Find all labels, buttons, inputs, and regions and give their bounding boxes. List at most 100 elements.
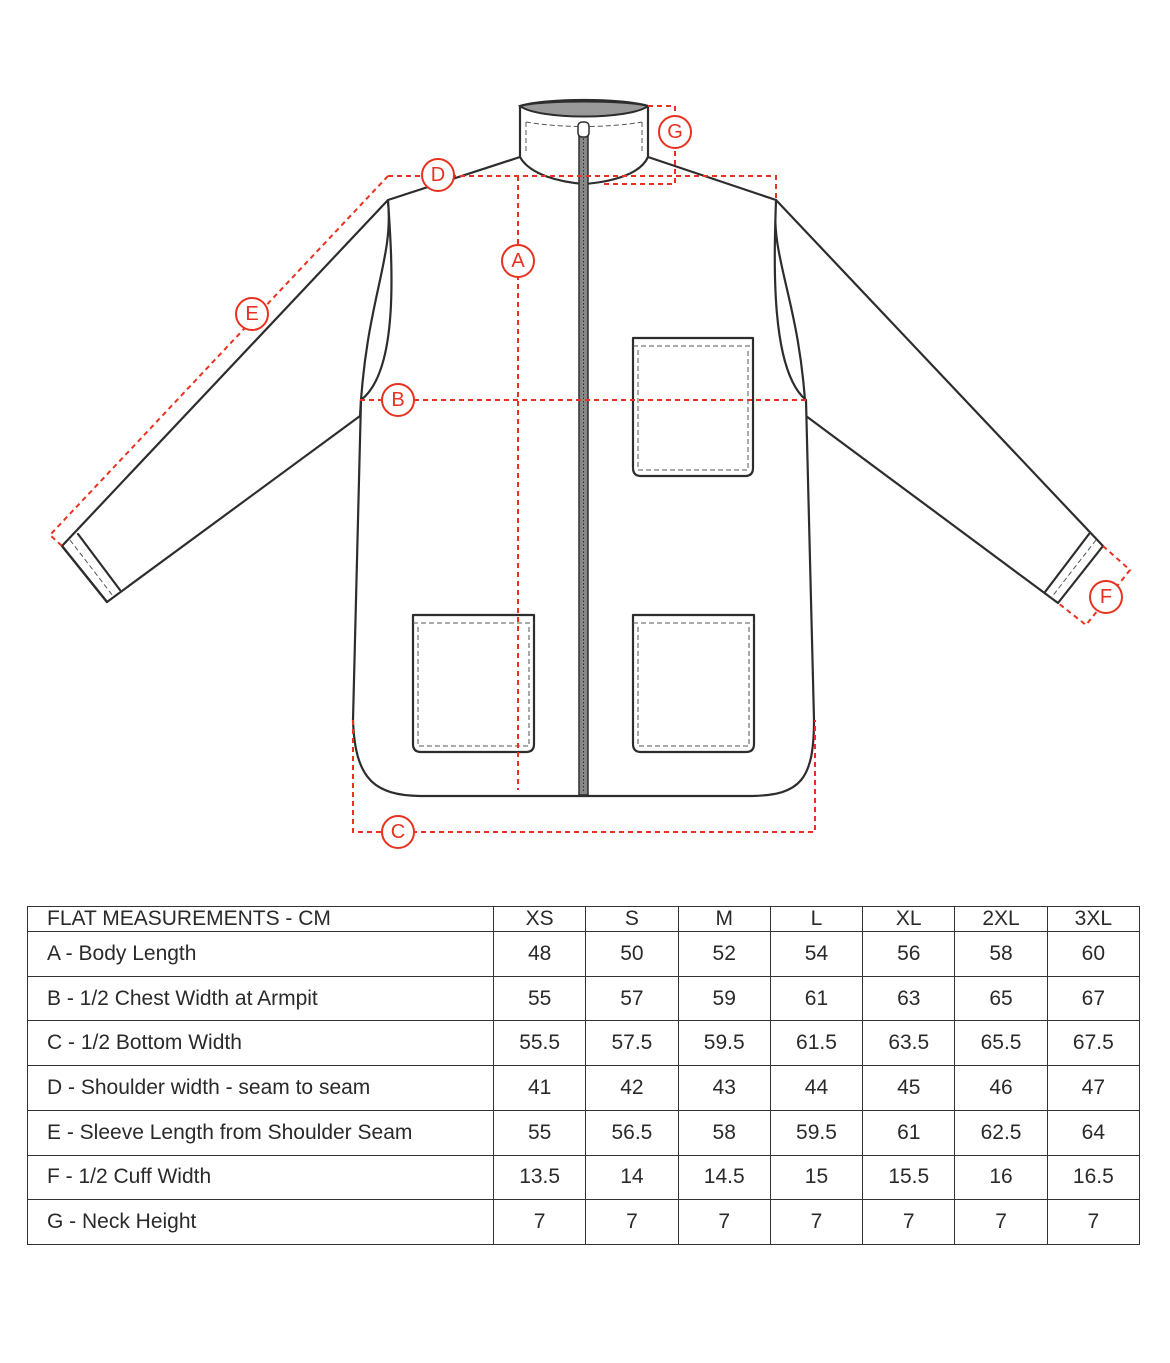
- left-cuff-stitch: [69, 539, 114, 597]
- cell-value: 7: [585, 1199, 679, 1245]
- cell-value: 67: [1046, 975, 1141, 1022]
- callout-f: F: [1089, 580, 1123, 614]
- svg-text:C: C: [391, 821, 405, 843]
- cell-value: 46: [954, 1065, 1048, 1111]
- cell-value: 64: [1046, 1109, 1141, 1156]
- callout-c: C: [381, 815, 415, 849]
- cell-value: 59.5: [677, 1020, 771, 1067]
- size-chart-table: FLAT MEASUREMENTS - CM XS S M L XL 2XL 3…: [27, 906, 1141, 1245]
- cell-value: 13.5: [492, 1154, 587, 1201]
- cell-value: 54: [769, 931, 864, 977]
- cell-value: 60: [1046, 931, 1141, 977]
- guide-c-bottom: [352, 720, 816, 833]
- cell-value: 65.5: [954, 1020, 1048, 1067]
- size-header-xs: XS: [492, 906, 587, 932]
- callout-d: D: [421, 158, 455, 192]
- left-sleeve: [60, 198, 390, 604]
- svg-text:E: E: [245, 303, 258, 325]
- row-label: A - Body Length: [27, 931, 494, 977]
- size-header-s: S: [585, 906, 679, 932]
- left-lower-pocket: [411, 613, 536, 754]
- table-row: G - Neck Height 7 7 7 7 7 7 7: [27, 1199, 1141, 1245]
- cell-value: 15: [769, 1154, 864, 1201]
- svg-text:A: A: [511, 250, 525, 272]
- cell-value: 7: [492, 1199, 587, 1245]
- callout-b: B: [381, 383, 415, 417]
- cell-value: 63.5: [862, 1020, 956, 1067]
- cell-value: 16: [954, 1154, 1048, 1201]
- cell-value: 16.5: [1046, 1154, 1141, 1201]
- right-cuff-seam: [1043, 532, 1091, 594]
- cell-value: 7: [677, 1199, 771, 1245]
- callout-a: A: [501, 244, 535, 278]
- guide-d-shoulder: [388, 175, 777, 200]
- cell-value: 57.5: [585, 1020, 679, 1067]
- left-cuff-line: [60, 544, 109, 604]
- size-header-2xl: 2XL: [954, 906, 1048, 932]
- callout-e: E: [235, 297, 269, 331]
- callout-g: G: [658, 115, 692, 149]
- size-header-l: L: [769, 906, 864, 932]
- cell-value: 42: [585, 1065, 679, 1111]
- cell-value: 52: [677, 931, 771, 977]
- cell-value: 47: [1046, 1065, 1141, 1111]
- cell-value: 7: [1046, 1199, 1141, 1245]
- cell-value: 61.5: [769, 1020, 864, 1067]
- cell-value: 7: [769, 1199, 864, 1245]
- size-header-xl: XL: [862, 906, 956, 932]
- cell-value: 65: [954, 975, 1048, 1022]
- cell-value: 55: [492, 1109, 587, 1156]
- cell-value: 7: [954, 1199, 1048, 1245]
- cell-value: 14: [585, 1154, 679, 1201]
- table-row: D - Shoulder width - seam to seam 41 42 …: [27, 1065, 1141, 1111]
- cell-value: 62.5: [954, 1109, 1048, 1156]
- cell-value: 56.5: [585, 1109, 679, 1156]
- cell-value: 14.5: [677, 1154, 771, 1201]
- right-lower-pocket: [631, 613, 756, 754]
- jacket-measurement-diagram: A B C D E F G: [48, 98, 1132, 849]
- guide-e-sleeve: [48, 175, 389, 547]
- right-cuff-stitch: [1050, 539, 1097, 599]
- left-lower-pocket-stitch: [413, 622, 534, 747]
- table-row: F - 1/2 Cuff Width 13.5 14 14.5 15 15.5 …: [27, 1154, 1141, 1201]
- row-label: D - Shoulder width - seam to seam: [27, 1065, 494, 1111]
- zipper: [578, 123, 589, 796]
- cell-value: 59: [677, 975, 771, 1022]
- chest-pocket-stitch: [633, 345, 753, 471]
- cell-value: 15.5: [862, 1154, 956, 1201]
- row-label: C - 1/2 Bottom Width: [27, 1020, 494, 1067]
- chest-pocket: [631, 336, 755, 478]
- svg-text:D: D: [431, 164, 445, 186]
- right-lower-pocket-stitch: [633, 622, 754, 747]
- size-header-3xl: 3XL: [1046, 906, 1141, 932]
- row-label: E - Sleeve Length from Shoulder Seam: [27, 1109, 494, 1156]
- cell-value: 44: [769, 1065, 864, 1111]
- cell-value: 55.5: [492, 1020, 587, 1067]
- cell-value: 63: [862, 975, 956, 1022]
- row-label: F - 1/2 Cuff Width: [27, 1154, 494, 1201]
- row-label: B - 1/2 Chest Width at Armpit: [27, 975, 494, 1022]
- left-cuff-seam: [76, 532, 122, 592]
- row-label: G - Neck Height: [27, 1199, 494, 1245]
- cell-value: 59.5: [769, 1109, 864, 1156]
- cell-value: 58: [954, 931, 1048, 977]
- cell-value: 61: [862, 1109, 956, 1156]
- right-sleeve: [774, 198, 1105, 605]
- svg-text:G: G: [667, 121, 683, 143]
- svg-text:F: F: [1100, 586, 1112, 608]
- table-header-label: FLAT MEASUREMENTS - CM: [27, 906, 494, 932]
- guide-f-cuff: [1057, 545, 1132, 627]
- table-row: C - 1/2 Bottom Width 55.5 57.5 59.5 61.5…: [27, 1020, 1141, 1067]
- cell-value: 57: [585, 975, 679, 1022]
- zipper-pull: [577, 121, 590, 138]
- table-row: B - 1/2 Chest Width at Armpit 55 57 59 6…: [27, 975, 1141, 1022]
- cell-value: 48: [492, 931, 587, 977]
- cell-value: 45: [862, 1065, 956, 1111]
- cell-value: 41: [492, 1065, 587, 1111]
- cell-value: 43: [677, 1065, 771, 1111]
- cell-value: 56: [862, 931, 956, 977]
- cell-value: 67.5: [1046, 1020, 1141, 1067]
- cell-value: 50: [585, 931, 679, 977]
- cell-value: 61: [769, 975, 864, 1022]
- table-row: E - Sleeve Length from Shoulder Seam 55 …: [27, 1109, 1141, 1156]
